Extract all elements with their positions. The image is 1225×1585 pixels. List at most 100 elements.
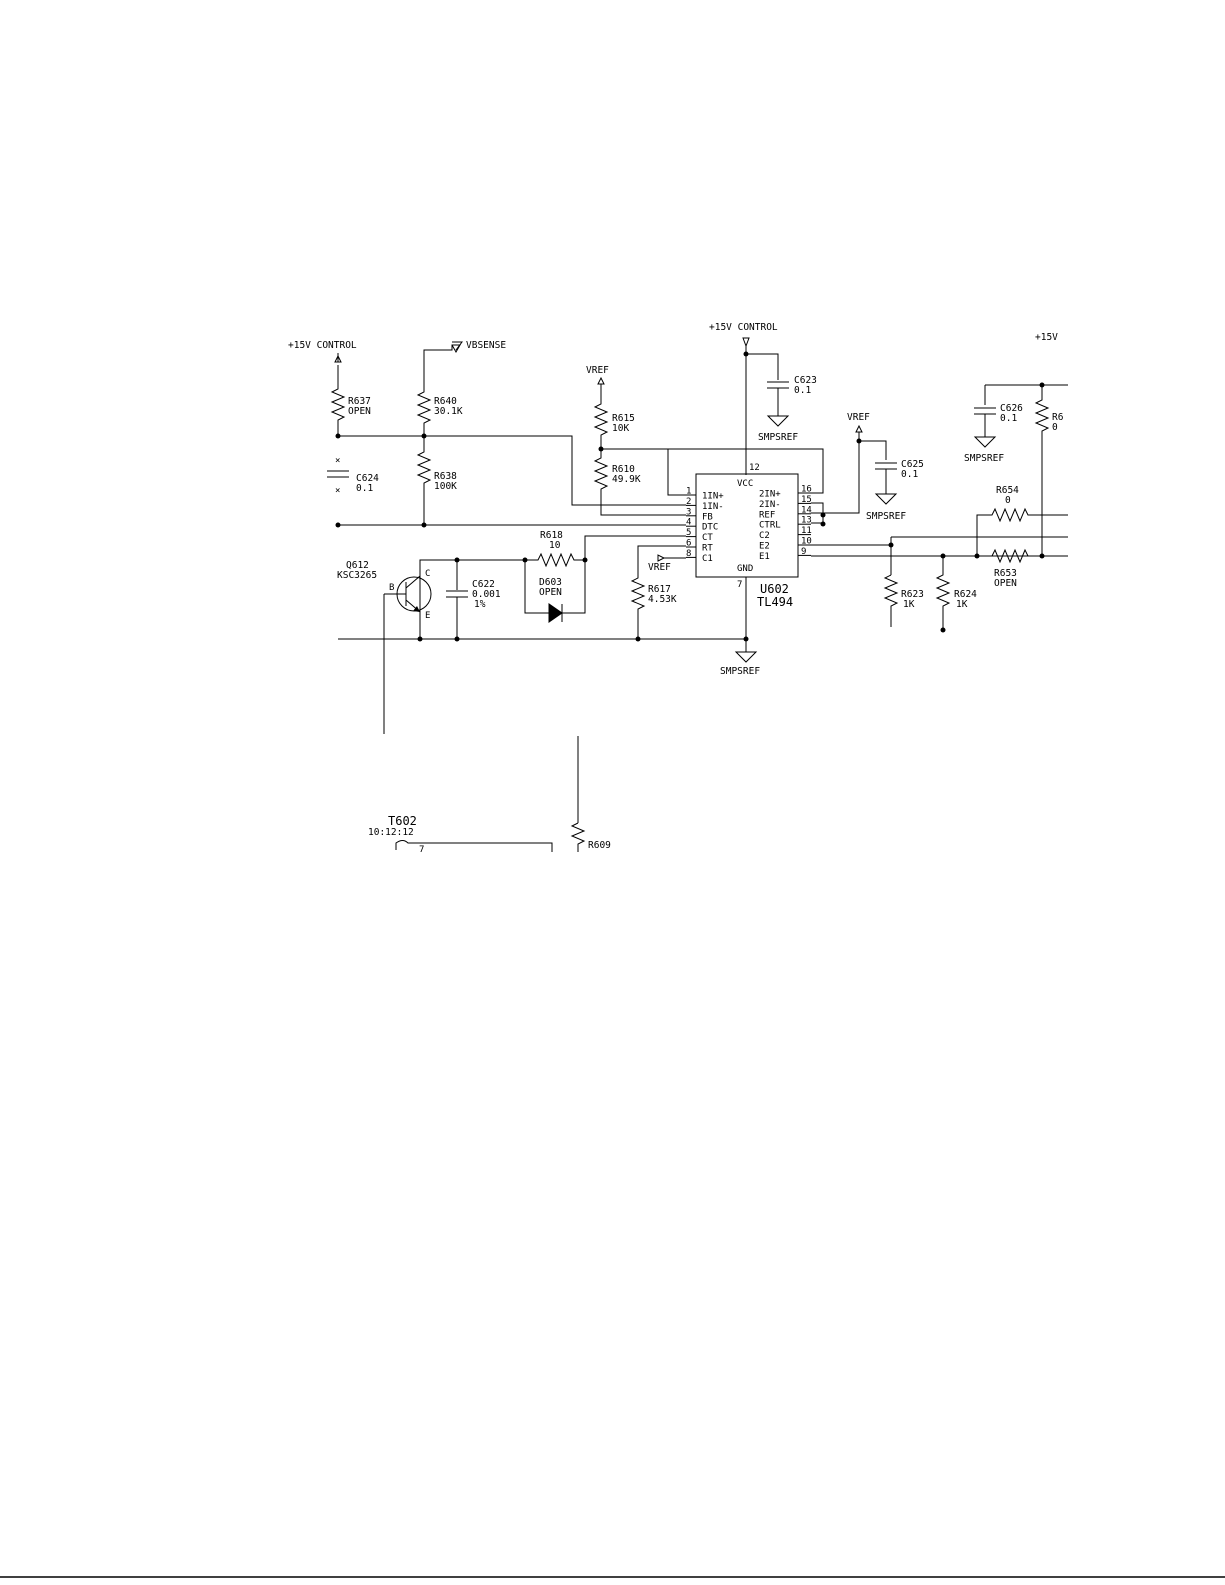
q612-b: B bbox=[389, 583, 394, 593]
power-15v-control-left: +15V CONTROL bbox=[288, 340, 357, 363]
ic-pin-name: 1IN- bbox=[702, 502, 724, 512]
ground-label: SMPSREF bbox=[866, 511, 906, 522]
ic-pin-name: 2IN- bbox=[759, 500, 781, 510]
ic-pin-number: 1 bbox=[686, 487, 691, 497]
c624-value: 0.1 bbox=[356, 483, 373, 494]
vref-symbol-b: VREF bbox=[847, 412, 870, 441]
ic-pin-number: 6 bbox=[686, 539, 691, 549]
ic-pin-name: E1 bbox=[759, 552, 770, 562]
diode-d603 bbox=[548, 603, 563, 623]
c626-ref: C626 bbox=[1000, 403, 1023, 414]
svg-text:×: × bbox=[335, 456, 340, 466]
q612-ref: Q612 bbox=[346, 560, 369, 571]
ground-smpsref-d bbox=[973, 433, 997, 448]
ic-ref: U602 bbox=[760, 582, 789, 596]
resistor-r610 bbox=[593, 449, 686, 516]
ic-pin-name: RT bbox=[702, 544, 713, 554]
ic-pin-name: C1 bbox=[702, 554, 713, 564]
capacitor-c625 bbox=[875, 462, 897, 490]
q612-value: KSC3265 bbox=[337, 570, 377, 581]
r623-value: 1K bbox=[903, 599, 915, 610]
r640-value: 30.1K bbox=[434, 406, 463, 417]
r637-value: OPEN bbox=[348, 406, 371, 417]
power-15v-control-top: +15V CONTROL bbox=[709, 322, 778, 348]
net-label: +15V CONTROL bbox=[288, 340, 357, 351]
ic-pin-number: 8 bbox=[686, 549, 691, 559]
capacitor-c622 bbox=[446, 590, 468, 639]
ic-pin-number: 13 bbox=[801, 516, 812, 526]
resistor-r653 bbox=[987, 548, 1029, 564]
t602-ref: T602 bbox=[388, 814, 417, 828]
c624-ref: C624 bbox=[356, 473, 379, 484]
ground-label: SMPSREF bbox=[720, 666, 760, 677]
r640-ref: R640 bbox=[434, 396, 457, 407]
r654-value: 0 bbox=[1005, 495, 1011, 506]
ic-gnd-pin: 7 bbox=[737, 580, 742, 590]
c622-value: 0.001 bbox=[472, 589, 501, 600]
net-label: VREF bbox=[586, 365, 609, 376]
ground-smpsref-b bbox=[874, 490, 898, 505]
capacitor-c626 bbox=[974, 407, 996, 433]
r637-ref: R637 bbox=[348, 396, 371, 407]
ic-pin-number: 11 bbox=[801, 526, 812, 536]
ic-pin-number: 10 bbox=[801, 537, 812, 547]
r623-ref: R623 bbox=[901, 589, 924, 600]
ic-pin-number: 14 bbox=[801, 505, 812, 515]
t602-pin: 7 bbox=[419, 845, 424, 855]
resistor-r624 bbox=[935, 556, 951, 630]
r618-ref: R618 bbox=[540, 530, 563, 541]
resistor-r638 bbox=[416, 436, 432, 525]
svg-text:×: × bbox=[335, 486, 340, 496]
vref-symbol-c: VREF bbox=[648, 554, 686, 573]
d603-ref: D603 bbox=[539, 577, 562, 588]
ic-pin-name: FB bbox=[702, 512, 713, 522]
resistor-r618 bbox=[525, 552, 585, 568]
r6x-ref: R6 bbox=[1052, 412, 1064, 423]
ic-pin-name: 2IN+ bbox=[759, 490, 781, 500]
r653-ref: R653 bbox=[994, 568, 1017, 579]
c622-ref: C622 bbox=[472, 579, 495, 590]
resistor-r6x bbox=[1034, 385, 1050, 556]
resistor-r654 bbox=[987, 507, 1068, 523]
ic-pin-number: 4 bbox=[686, 518, 691, 528]
r638-ref: R638 bbox=[434, 471, 457, 482]
r624-ref: R624 bbox=[954, 589, 977, 600]
q612-e: E bbox=[425, 611, 430, 621]
ic-pin-number: 16 bbox=[801, 485, 812, 495]
ic-pin-number: 9 bbox=[801, 547, 806, 557]
capacitor-c624: × × bbox=[327, 456, 349, 496]
c626-value: 0.1 bbox=[1000, 413, 1017, 424]
r654-ref: R654 bbox=[996, 485, 1019, 496]
r615-ref: R615 bbox=[612, 413, 635, 424]
resistor-r609 bbox=[570, 822, 586, 852]
ground-label: SMPSREF bbox=[758, 432, 798, 443]
ic-u602 bbox=[695, 473, 799, 578]
r610-ref: R610 bbox=[612, 464, 635, 475]
r638-value: 100K bbox=[434, 481, 457, 492]
ic-pin-number: 5 bbox=[686, 528, 691, 538]
transformer-t602-winding bbox=[395, 840, 553, 852]
r617-value: 4.53K bbox=[648, 594, 677, 605]
ic-pin-name: C2 bbox=[759, 531, 770, 541]
ic-pin-name: CTRL bbox=[759, 521, 781, 531]
ground-label: SMPSREF bbox=[964, 453, 1004, 464]
net-label: VREF bbox=[648, 562, 671, 573]
ic-pin-number: 15 bbox=[801, 495, 812, 505]
c623-value: 0.1 bbox=[794, 385, 811, 396]
resistor-r640 bbox=[416, 385, 432, 436]
ic-pin-name: E2 bbox=[759, 542, 770, 552]
r617-ref: R617 bbox=[648, 584, 671, 595]
r653-value: OPEN bbox=[994, 578, 1017, 589]
r618-value: 10 bbox=[549, 540, 561, 551]
ic-pin-name: DTC bbox=[702, 523, 718, 533]
ic-pin-name: REF bbox=[759, 510, 775, 520]
ic-pin-number: 3 bbox=[686, 507, 691, 517]
vref-symbol-a: VREF bbox=[586, 365, 609, 398]
capacitor-c623 bbox=[767, 381, 789, 412]
ic-vcc-label: VCC bbox=[737, 479, 753, 489]
ground-smpsref-a bbox=[766, 412, 790, 427]
r610-value: 49.9K bbox=[612, 474, 641, 485]
d603-value: OPEN bbox=[539, 587, 562, 598]
